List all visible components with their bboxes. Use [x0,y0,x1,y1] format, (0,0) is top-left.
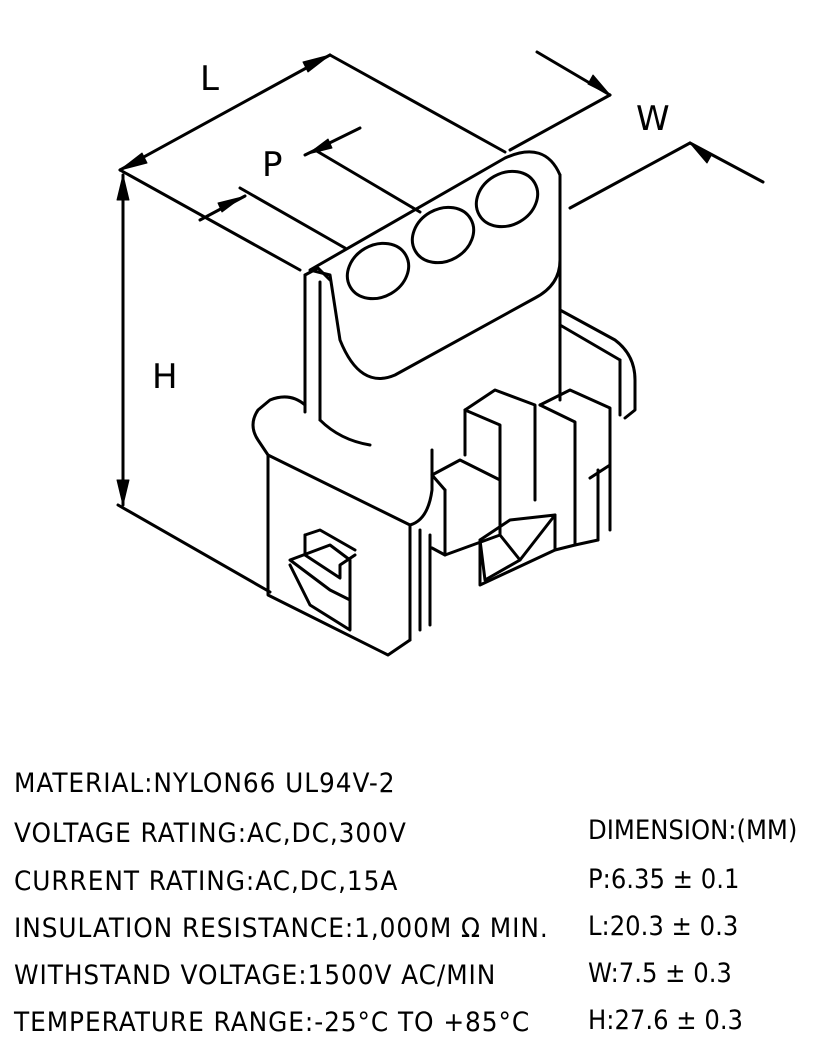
label-h: H [152,357,178,397]
spec-temperature-range: TEMPERATURE RANGE:-25°C TO +85°C [14,1007,531,1038]
dimension-title: DIMENSION:(MM) [588,815,798,846]
label-l: L [200,59,219,99]
label-p: P [262,145,283,185]
dimension-p: P [198,126,422,250]
connector-body [251,150,637,657]
spec-voltage-rating: VOLTAGE RATING:AC,DC,300V [14,818,407,849]
spec-insulation-resistance: INSULATION RESISTANCE:1,000M Ω MIN. [14,913,549,944]
dimension-h-value: H:27.6 ± 0.3 [588,1005,744,1036]
dimension-w: W [508,50,765,210]
dimension-l: L [118,53,507,272]
dimension-w-value: W:7.5 ± 0.3 [588,958,732,989]
dimension-h: H [116,173,272,594]
label-w: W [636,99,670,139]
dimension-p-value: P:6.35 ± 0.1 [588,864,740,895]
spec-withstand-voltage: WITHSTAND VOLTAGE:1500V AC/MIN [14,960,497,991]
spec-material: MATERIAL:NYLON66 UL94V-2 [14,768,396,799]
connector-drawing: L P W H [116,50,765,657]
dimension-l-value: L:20.3 ± 0.3 [588,911,739,942]
spec-current-rating: CURRENT RATING:AC,DC,15A [14,866,399,897]
